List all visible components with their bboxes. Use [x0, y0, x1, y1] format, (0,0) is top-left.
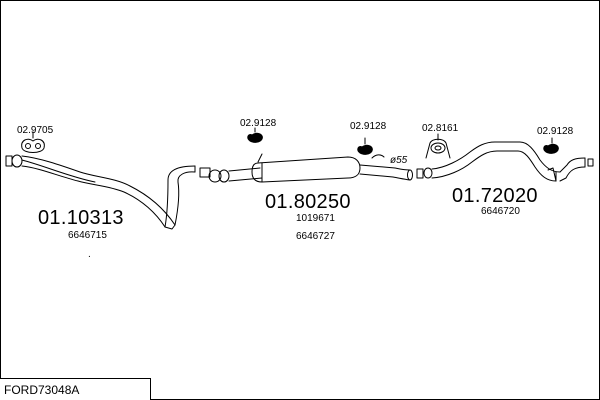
front-pipe [5, 154, 196, 230]
part-number-middle-section: 01.80250 [265, 191, 351, 213]
fitting-label-gasket: 02.9705 [17, 125, 54, 136]
rubber-mount-icon-1 [247, 127, 263, 143]
rubber-mount-icon-2 [357, 137, 373, 155]
rubber-mount-icon-3 [543, 137, 559, 154]
fitting-label-mount-1: 02.9128 [240, 118, 277, 129]
fitting-label-mount-3: 02.9128 [537, 126, 574, 137]
diagram-code: FORD73048A [4, 383, 80, 397]
ref-rear-section: 6646720 [481, 206, 520, 217]
middle-silencer [251, 156, 361, 183]
ref-front-pipe: 6646715 [68, 230, 107, 241]
front-flange [5, 155, 13, 167]
diameter-label: ø55 [390, 155, 408, 166]
middle-silencer-section [199, 153, 413, 183]
hanger-bracket-icon [425, 133, 451, 159]
ref-middle-section-1: 1019671 [296, 213, 335, 224]
part-number-front-pipe: 01.10313 [38, 207, 124, 229]
fitting-label-bracket: 02.8161 [422, 123, 459, 134]
dot-mark: . [88, 249, 91, 260]
gasket-icon [21, 131, 45, 153]
fitting-label-mount-2: 02.9128 [350, 121, 387, 132]
rear-section [416, 141, 594, 182]
ref-middle-section-2: 6646727 [296, 231, 335, 242]
diagram-code-box: FORD73048A [0, 378, 151, 400]
part-number-rear-section: 01.72020 [452, 185, 538, 207]
